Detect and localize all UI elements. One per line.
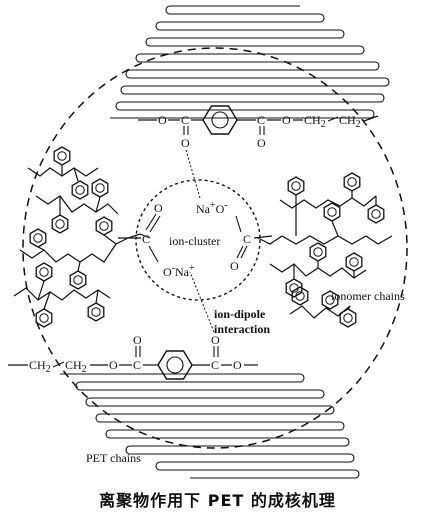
figure-caption: 离聚物作用下 PET 的成核机理 [99,491,336,510]
top-ester-o2: O [282,113,291,127]
outer-dashed-boundary [22,47,408,449]
bottom-pet-chain: CH2 CH2 O C O C O O [8,271,258,380]
left-carboxyl-o-double: O [154,201,163,215]
left-carboxyl-c: C [142,232,150,246]
top-carbonyl-c2: C [257,113,265,127]
top-carbonyl-c1: C [181,113,189,127]
bottom-ester-o2: O [233,358,242,372]
right-ionomer-chains [257,172,393,328]
top-carbonyl-o1: O [181,136,190,150]
top-carbonyl-o2: O [257,136,266,150]
pet-lamella-bottom [60,373,360,479]
bottom-carbonyl-c2: C [211,358,219,372]
right-carboxyl-c: C [243,232,251,246]
ion-dipole-label-line2: interaction [214,322,270,336]
top-pet-chain: O C O C O O CH2 CH2 [138,105,379,199]
bottom-carbonyl-o2: O [211,333,220,347]
upper-ion-pair: Na+O- [196,200,228,216]
top-ch2-a: CH2 [304,113,326,130]
pet-chains-label: PET chains [86,451,141,465]
bottom-ch2-b: CH2 [65,358,87,375]
ionomer-chains-label: ionomer chains [331,289,405,303]
bottom-carbonyl-c1: C [133,358,141,372]
top-ester-o1: O [158,113,167,127]
bottom-carbonyl-o1: O [133,333,142,347]
left-carboxylate: C O [118,201,163,263]
ion-cluster-label: ion-cluster [169,234,220,248]
ion-cluster-dashed-circle [135,179,261,301]
left-ionomer-chains [13,146,151,328]
ion-dipole-label-line1: ion-dipole [214,307,266,321]
top-ch2-b: CH2 [339,113,361,130]
diagram-canvas: O C O C O O CH2 CH2 CH2 CH2 O C O [8,5,408,479]
pet-lamella-top [110,5,390,119]
right-carboxylate: C O [230,215,273,273]
right-carboxyl-o-double: O [230,259,239,273]
bottom-ester-o1: O [109,358,118,372]
bottom-ch2-a: CH2 [29,358,51,375]
lower-ion-pair: O-Na+ [163,263,195,279]
